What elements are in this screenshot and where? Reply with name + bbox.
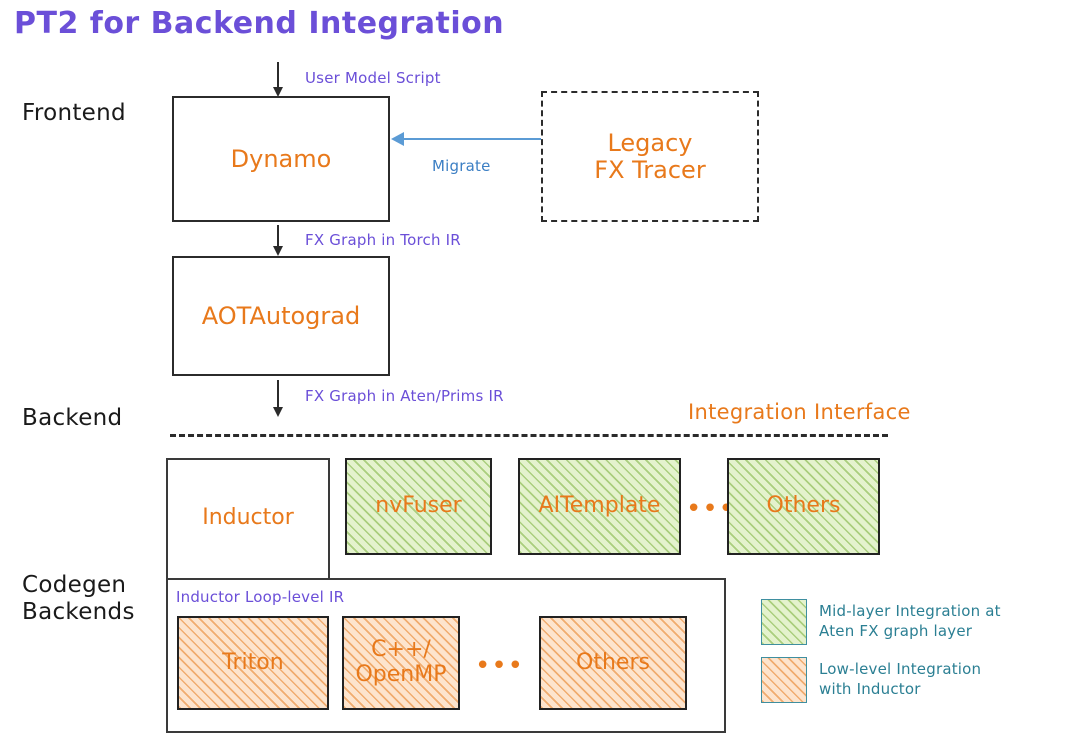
node-dynamo-label: Dynamo [230, 144, 332, 173]
legend-text-mid-layer: Mid-layer Integration at Aten FX graph l… [819, 602, 1001, 640]
label-inductor-loop-level-ir: Inductor Loop-level IR [176, 588, 345, 606]
codegen-box-triton[interactable]: Triton [177, 616, 329, 710]
legend-swatch-low-level [761, 657, 807, 703]
backend-box-nvfuser-label: nvFuser [375, 493, 462, 519]
backend-box-aitemplate-label: AITemplate [538, 493, 661, 519]
ellipsis-mid-layer: ••• [686, 494, 736, 524]
backend-box-others-mid[interactable]: Others [727, 458, 880, 555]
lane-label-backend: Backend [22, 405, 123, 431]
node-aotautograd-label: AOTAutograd [201, 301, 361, 330]
node-legacy-fx-tracer[interactable]: Legacy FX Tracer [541, 91, 759, 222]
codegen-box-others-low-label: Others [576, 649, 650, 675]
codegen-box-cpp-openmp-label: C++/ OpenMP [355, 637, 447, 687]
node-inductor-label: Inductor [202, 504, 294, 530]
legend-text-low-level: Low-level Integration with Inductor [819, 660, 982, 698]
page-title: PT2 for Backend Integration [14, 6, 505, 41]
arrow-fx-graph-aten-prims-ir [277, 380, 279, 408]
arrow-migrate [403, 138, 541, 140]
node-inductor[interactable]: Inductor [166, 458, 330, 578]
backend-box-nvfuser[interactable]: nvFuser [345, 458, 492, 555]
node-dynamo[interactable]: Dynamo [172, 96, 390, 222]
codegen-box-triton-label: Triton [222, 649, 284, 675]
arrow-user-model-script [277, 62, 279, 88]
legend-swatch-mid-layer [761, 599, 807, 645]
lane-label-codegen: Codegen Backends [22, 572, 135, 626]
lane-label-frontend: Frontend [22, 100, 126, 126]
codegen-box-cpp-openmp[interactable]: C++/ OpenMP [342, 616, 460, 710]
node-legacy-fx-tracer-label: Legacy FX Tracer [594, 128, 706, 184]
ellipsis-codegen: ••• [475, 651, 525, 681]
integration-interface-divider [170, 434, 888, 437]
backend-box-others-mid-label: Others [766, 493, 841, 519]
backend-box-aitemplate[interactable]: AITemplate [518, 458, 681, 555]
node-aotautograd[interactable]: AOTAutograd [172, 256, 390, 376]
inductor-container-top [166, 458, 330, 578]
codegen-backends-container [166, 578, 726, 733]
label-fx-graph-aten-prims-ir: FX Graph in Aten/Prims IR [305, 387, 504, 405]
label-fx-graph-torch-ir: FX Graph in Torch IR [305, 231, 461, 249]
codegen-box-others-low[interactable]: Others [539, 616, 687, 710]
label-user-model-script: User Model Script [305, 69, 441, 87]
heading-integration-interface: Integration Interface [688, 400, 911, 424]
label-migrate: Migrate [432, 157, 491, 175]
arrow-fx-graph-torch-ir [277, 225, 279, 247]
